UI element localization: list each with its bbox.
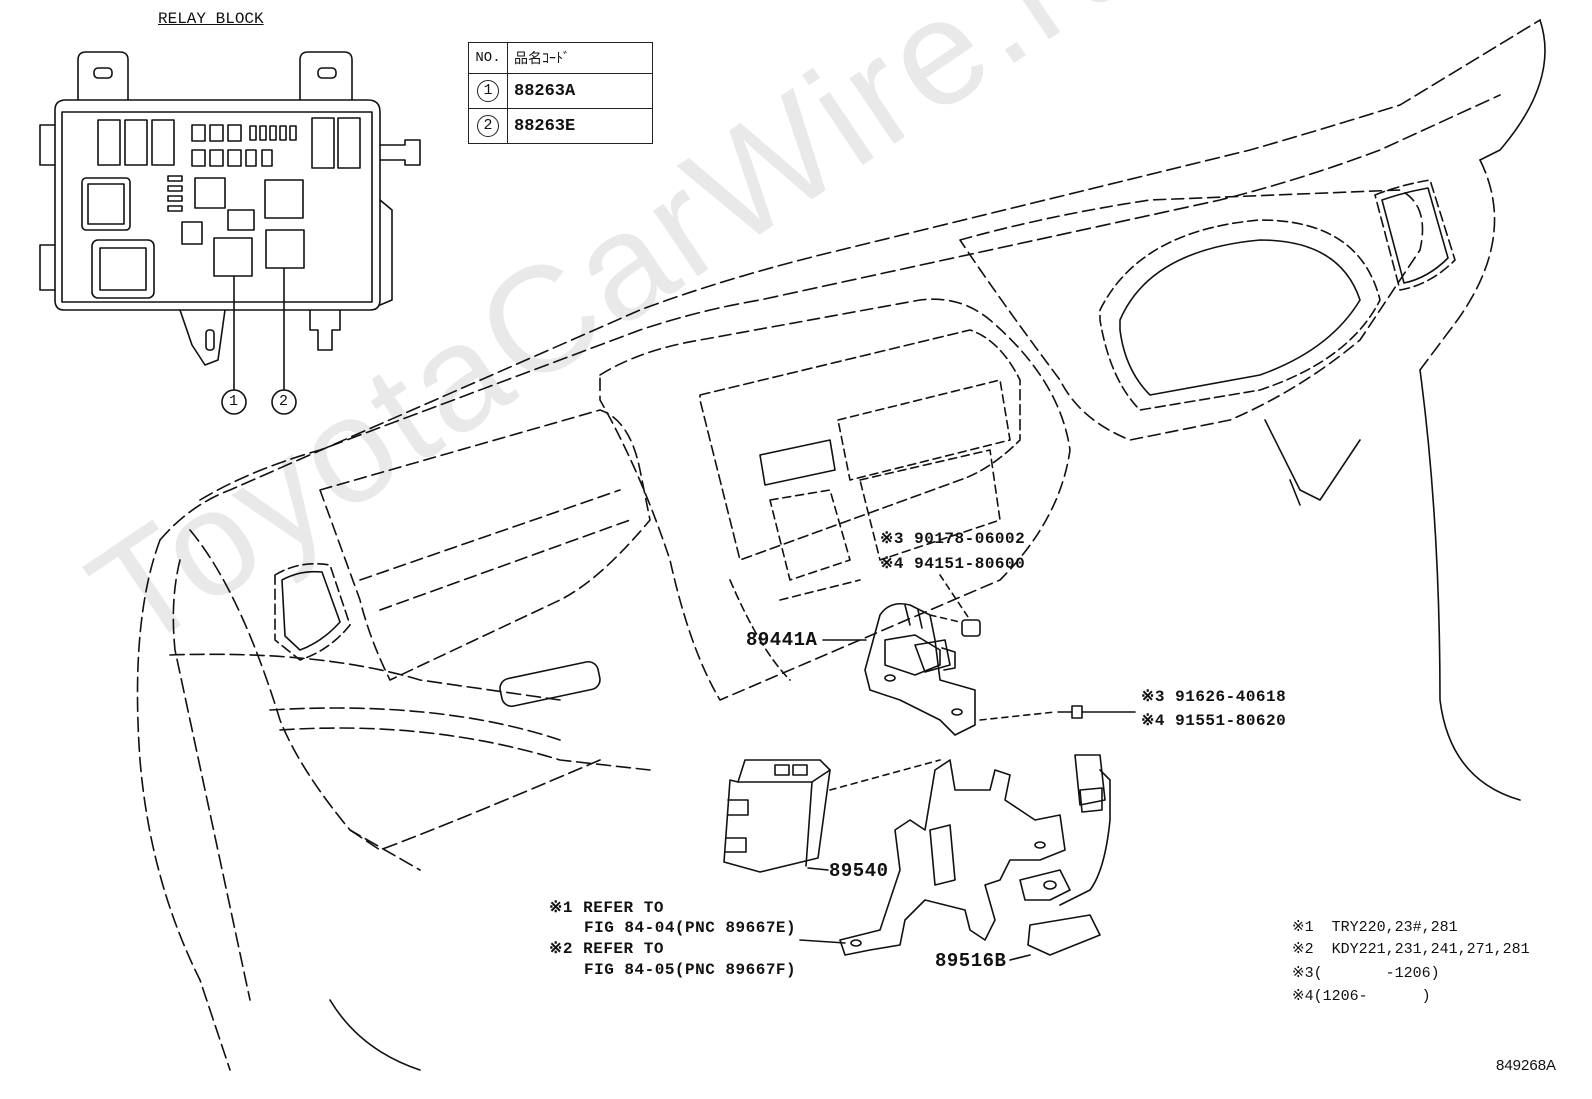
refer-note-1-line2: FIG 84-04(PNC 89667E)	[584, 919, 797, 937]
refer-note-2-line2: FIG 84-05(PNC 89667F)	[584, 961, 797, 979]
legend-note-4: ※4(1206- )	[1292, 988, 1431, 1005]
relay-block-drawing	[39, 51, 421, 415]
part-label-89516B: 89516B	[935, 950, 1007, 972]
part-89516B-drawing	[799, 754, 1111, 961]
relay-block-title: RELAY BLOCK	[158, 10, 264, 28]
table-row: 2 88263E	[468, 108, 653, 144]
table-row: 1 88263A	[468, 73, 653, 109]
bolt-label-b3: ※3 91626-40618	[1141, 688, 1287, 706]
part-label-89441A: 89441A	[746, 629, 818, 651]
bolt-label-b4: ※4 91551-80620	[1141, 712, 1287, 730]
bolt-label-a3: ※3 90178-06002	[880, 530, 1026, 548]
col-no-header: NO.	[468, 42, 508, 74]
callout-1: 1	[229, 393, 239, 410]
row-number: 1	[477, 80, 499, 102]
table-header-row: NO. 品名ｺｰﾄﾞ	[468, 42, 653, 74]
part-code-table: NO. 品名ｺｰﾄﾞ 1 88263A 2 88263E	[468, 42, 653, 144]
part-label-89540: 89540	[829, 860, 889, 882]
bolt-label-a4: ※4 94151-80600	[880, 555, 1026, 573]
refer-note-2-line1: ※2 REFER TO	[549, 940, 664, 958]
legend-note-2: ※2 KDY221,231,241,271,281	[1292, 941, 1530, 958]
row-number: 2	[477, 115, 499, 137]
legend-note-3: ※3( -1206)	[1292, 965, 1440, 982]
legend-note-1: ※1 TRY220,23#,281	[1292, 919, 1458, 936]
part-89540-drawing	[723, 759, 941, 873]
row-code: 88263E	[507, 108, 653, 144]
col-code-header: 品名ｺｰﾄﾞ	[507, 42, 653, 74]
instrument-panel-drawing	[136, 19, 1546, 1071]
refer-note-1-line1: ※1 REFER TO	[549, 899, 664, 917]
part-89441A-drawing	[822, 574, 1136, 736]
row-code: 88263A	[507, 73, 653, 109]
callout-2: 2	[279, 393, 289, 410]
figure-code: 849268A	[1496, 1057, 1557, 1074]
